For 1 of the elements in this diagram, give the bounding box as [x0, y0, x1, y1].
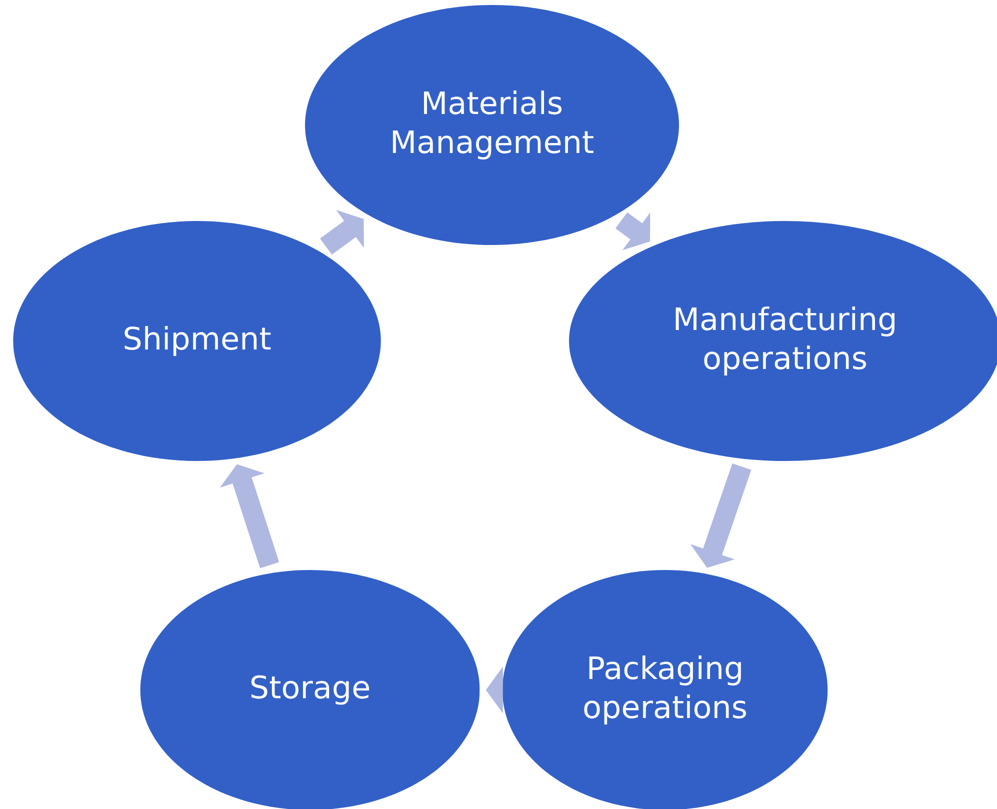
block-arrow	[320, 210, 364, 255]
